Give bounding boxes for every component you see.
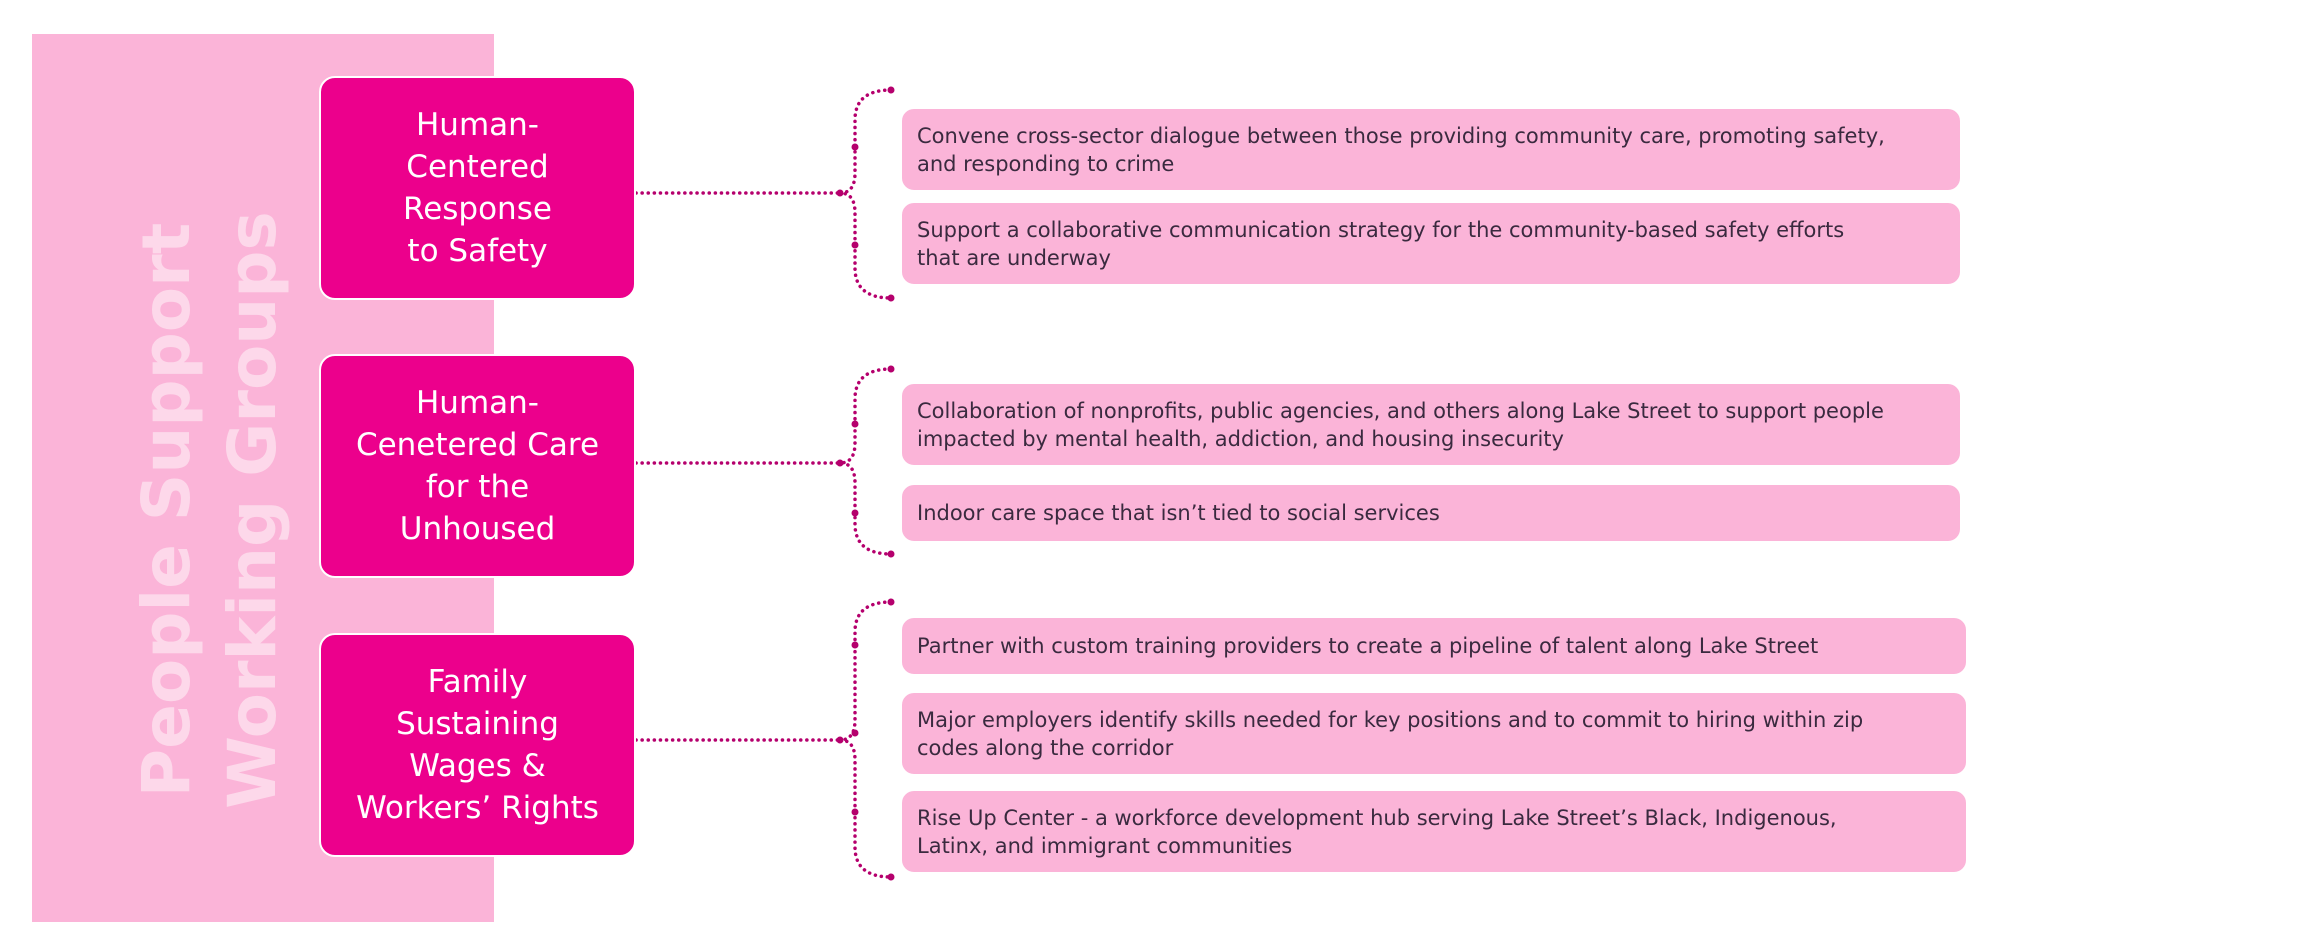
brace-end-top-2 xyxy=(887,598,895,606)
brace-end-bottom-1 xyxy=(887,550,895,558)
group-box-unhoused: Human-Cenetered Care for the Unhoused xyxy=(319,354,636,578)
item-text: Major employers identify skills needed f… xyxy=(917,707,1864,760)
brace-end-top-0 xyxy=(887,86,895,94)
brace-junction-1 xyxy=(836,459,844,467)
sidebar-title-line-1: People Support xyxy=(128,222,205,798)
group-title-unhoused: Human-Cenetered Care for the Unhoused xyxy=(355,385,600,547)
item-unhoused-indoor-space: Indoor care space that isn’t tied to soc… xyxy=(900,483,1962,543)
brace-tick-1-1 xyxy=(851,509,859,517)
item-text: Partner with custom training providers t… xyxy=(917,634,1819,658)
brace-tick-2-0 xyxy=(851,641,859,649)
item-unhoused-collaboration: Collaboration of nonprofits, public agen… xyxy=(900,382,1962,467)
connector-brace-1 xyxy=(839,367,893,556)
item-wages-training: Partner with custom training providers t… xyxy=(900,616,1968,676)
brace-tick-1-0 xyxy=(851,420,859,428)
brace-end-bottom-2 xyxy=(887,873,895,881)
brace-tick-0-0 xyxy=(851,143,859,151)
connector-brace-2 xyxy=(839,600,893,879)
item-text: Indoor care space that isn’t tied to soc… xyxy=(917,501,1440,525)
item-text: Collaboration of nonprofits, public agen… xyxy=(917,398,1884,451)
item-text: Convene cross-sector dialogue between th… xyxy=(917,123,1885,176)
item-wages-rise-up: Rise Up Center - a workforce development… xyxy=(900,789,1968,874)
item-text: Rise Up Center - a workforce development… xyxy=(917,805,1837,858)
group-box-wages: Family Sustaining Wages & Workers’ Right… xyxy=(319,633,636,857)
group-box-safety: Human-Centered Response to Safety xyxy=(319,76,636,300)
brace-end-top-1 xyxy=(887,365,895,373)
brace-tick-0-1 xyxy=(851,241,859,249)
sidebar-title-line-2: Working Groups xyxy=(214,211,291,809)
item-text: Support a collaborative communication st… xyxy=(917,217,1845,270)
group-title-wages: Family Sustaining Wages & Workers’ Right… xyxy=(356,664,599,826)
brace-end-bottom-0 xyxy=(887,294,895,302)
brace-junction-0 xyxy=(836,189,844,197)
item-wages-employers: Major employers identify skills needed f… xyxy=(900,691,1968,776)
brace-tick-2-2 xyxy=(851,808,859,816)
brace-tick-2-1 xyxy=(851,729,859,737)
group-title-safety: Human-Centered Response to Safety xyxy=(403,107,552,269)
brace-junction-2 xyxy=(836,736,844,744)
item-safety-communication: Support a collaborative communication st… xyxy=(900,201,1962,286)
item-safety-dialogue: Convene cross-sector dialogue between th… xyxy=(900,107,1962,192)
connector-brace-0 xyxy=(839,88,893,300)
